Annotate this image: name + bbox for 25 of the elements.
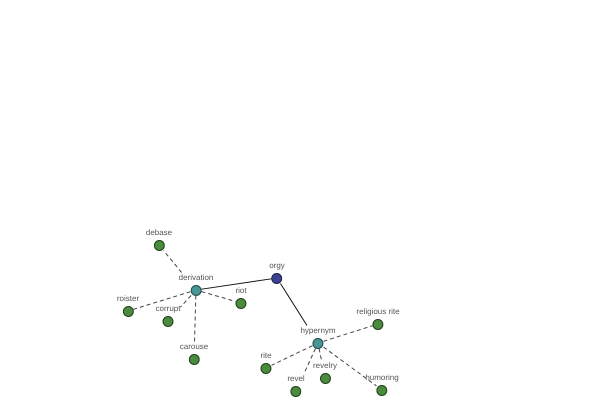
node-label: hypernym: [300, 326, 336, 336]
connector-line: [280, 283, 308, 326]
node-label: revel: [287, 374, 305, 384]
connector-line: [271, 345, 313, 366]
connector-line: [163, 250, 182, 273]
node-label: corrupt: [156, 304, 180, 314]
connector-line: [304, 348, 316, 374]
node-label: roister: [116, 294, 140, 304]
node-label: humoring: [365, 372, 399, 382]
node-label: riot: [235, 286, 247, 296]
node-label: derivation: [178, 272, 214, 282]
node-label: revelry: [313, 360, 337, 370]
connector-line: [323, 325, 373, 342]
node-label: rite: [260, 350, 272, 360]
connector-line: [133, 291, 191, 310]
connector-line: [201, 278, 272, 290]
connector-line: [201, 291, 236, 302]
connector-line: [323, 346, 377, 386]
connector-line: [180, 295, 192, 308]
node-label: orgy: [269, 260, 285, 270]
node-label: debase: [146, 228, 172, 238]
node-label: religious rite: [356, 306, 400, 316]
connector-line: [318, 348, 322, 361]
node-label: carouse: [180, 342, 208, 352]
connector-line: [194, 295, 196, 342]
